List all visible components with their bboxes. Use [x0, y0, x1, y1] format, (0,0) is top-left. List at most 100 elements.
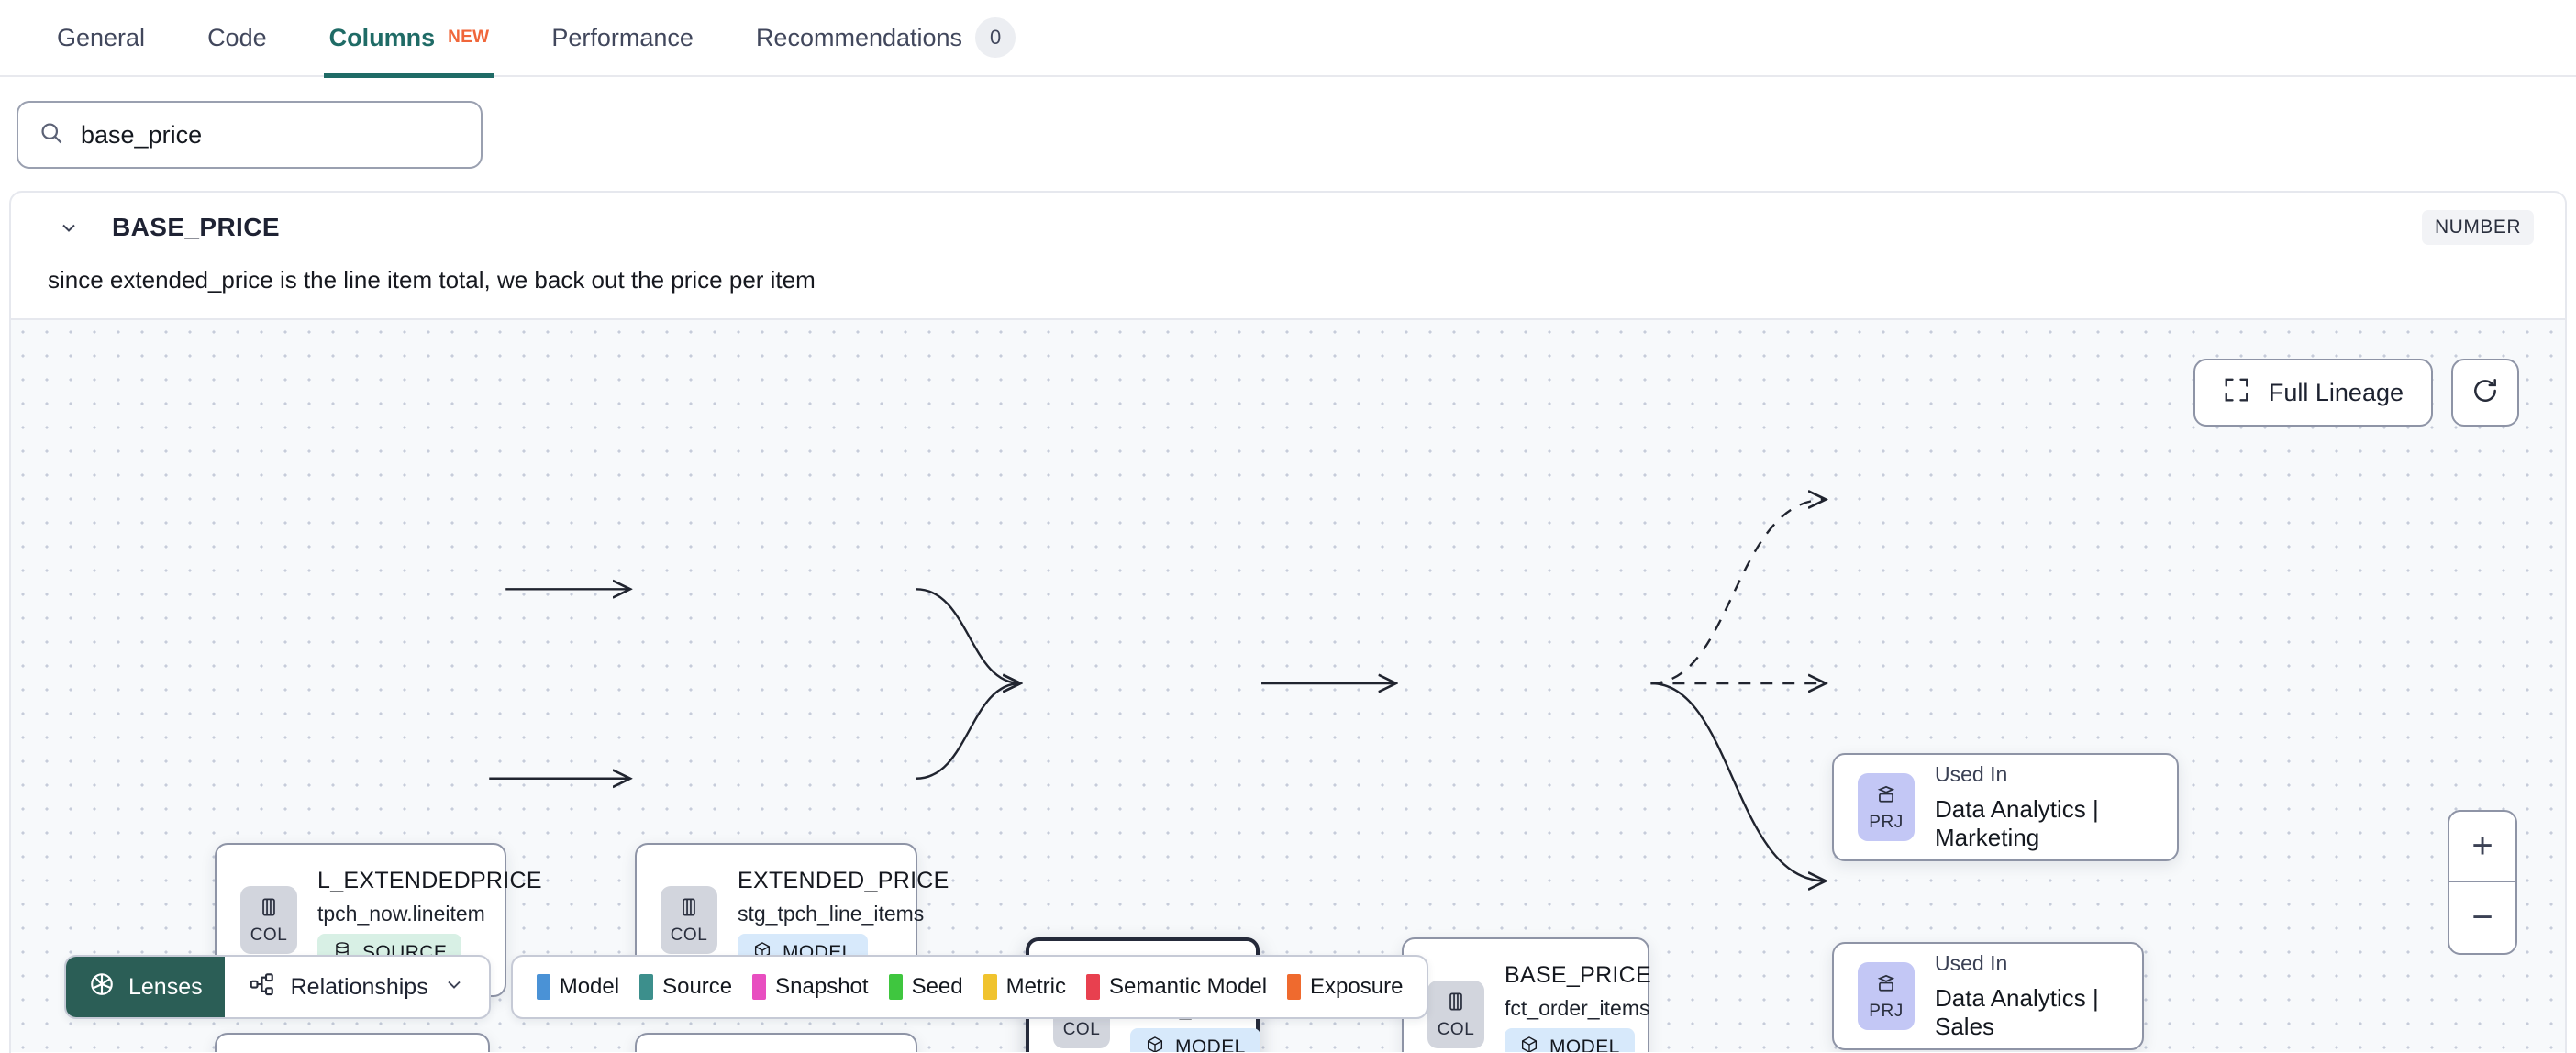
model-icon: [1519, 1035, 1539, 1052]
column-icon: [257, 895, 281, 924]
new-badge: NEW: [448, 28, 490, 47]
kind-label: COL: [1062, 1019, 1101, 1039]
legend-item-metric[interactable]: Metric: [983, 974, 1066, 1000]
legend-swatch: [639, 974, 654, 1000]
lineage-legend: Model Source Snapshot Seed Metric Semantic Mo…: [510, 955, 1429, 1019]
column-type-badge: NUMBER: [2421, 210, 2534, 245]
model-icon: [1145, 1035, 1165, 1052]
project-kind-badge: PRJ: [1858, 962, 1915, 1030]
tab-bar: General Code Columns NEW Performance Recommen…: [0, 0, 2576, 78]
refresh-button[interactable]: [2451, 359, 2519, 427]
search-input[interactable]: base_price: [17, 101, 483, 169]
legend-swatch: [752, 974, 767, 1000]
page-title: BASE_PRICE: [112, 213, 280, 241]
legend-label: Seed: [911, 974, 963, 999]
relationships-icon: [249, 970, 276, 1004]
legend-swatch: [1287, 974, 1302, 1000]
lineage-bottom-bar: Lenses Relationships: [64, 955, 1429, 1019]
tab-performance[interactable]: Performance: [551, 0, 694, 76]
legend-item-source[interactable]: Source: [639, 974, 732, 1000]
full-lineage-label: Full Lineage: [2268, 378, 2404, 406]
tab-code[interactable]: Code: [207, 0, 267, 76]
node-subtitle: fct_order_items: [1505, 996, 1650, 1020]
column-kind-badge: COL: [240, 886, 297, 954]
node-title: L_EXTENDEDPRICE: [317, 868, 542, 893]
legend-item-exposure[interactable]: Exposure: [1287, 974, 1403, 1000]
lenses-label: Lenses: [128, 973, 203, 1000]
node-tag-label: MODEL: [1175, 1036, 1246, 1052]
tab-columns[interactable]: Columns NEW: [323, 0, 495, 78]
kind-label: PRJ: [1869, 812, 1904, 832]
project-kind-badge: PRJ: [1858, 773, 1915, 841]
tab-label: Recommendations: [755, 23, 963, 51]
legend-item-semantic-model[interactable]: Semantic Model: [1085, 974, 1268, 1000]
column-description: since extended_price is the line item to…: [48, 266, 816, 294]
node-title: EXTENDED_PRICE: [738, 868, 949, 893]
project-name: Data Analytics | Marketing: [1935, 795, 2099, 851]
search-value: base_price: [81, 120, 203, 149]
legend-swatch: [536, 974, 550, 1000]
lens-aperture-icon: [88, 970, 116, 1004]
kind-label: PRJ: [1869, 1001, 1904, 1021]
tab-recommendations[interactable]: Recommendations 0: [756, 0, 1016, 76]
kind-label: COL: [250, 925, 288, 945]
lenses-button[interactable]: Lenses: [66, 957, 225, 1017]
relationships-dropdown[interactable]: Relationships: [225, 957, 489, 1017]
tab-general[interactable]: General: [57, 0, 145, 76]
lineage-node-prj_sales[interactable]: PRJ Used In Data Analytics | Sales: [1832, 942, 2144, 1050]
chevron-down-icon: [443, 973, 465, 1002]
legend-item-snapshot[interactable]: Snapshot: [752, 974, 869, 1000]
canvas-controls: Full Lineage: [2193, 359, 2519, 427]
column-icon: [677, 895, 701, 924]
column-header: BASE_PRICE NUMBER: [11, 193, 2565, 262]
project-name: Data Analytics | Sales: [1935, 984, 2099, 1040]
search-row: base_price: [0, 77, 2576, 169]
tab-label: General: [57, 23, 146, 51]
search-icon: [39, 120, 64, 150]
chevron-down-icon[interactable]: [57, 216, 81, 239]
legend-label: Source: [662, 974, 733, 999]
legend-label: Exposure: [1310, 974, 1404, 999]
tab-count-badge: 0: [975, 17, 1016, 58]
full-lineage-button[interactable]: Full Lineage: [2193, 359, 2433, 427]
used-in-label: Used In: [1935, 762, 2008, 786]
lenses-relationships-group: Lenses Relationships: [64, 955, 491, 1019]
legend-item-seed[interactable]: Seed: [888, 974, 963, 1000]
tab-label: Performance: [551, 23, 694, 51]
kind-label: COL: [1437, 1019, 1475, 1039]
refresh-icon: [2471, 376, 2500, 410]
node-tag-label: MODEL: [1549, 1036, 1620, 1052]
legend-label: Snapshot: [775, 974, 869, 999]
zoom-in-button[interactable]: +: [2449, 812, 2515, 882]
tab-label: Code: [207, 23, 267, 51]
legend-swatch: [1085, 974, 1100, 1000]
column-kind-badge: COL: [1427, 981, 1484, 1048]
node-subtitle: stg_tpch_line_items: [738, 902, 925, 926]
legend-label: Metric: [1005, 974, 1066, 999]
project-icon: [1874, 782, 1898, 811]
expand-icon: [2223, 376, 2250, 410]
legend-swatch: [888, 974, 903, 1000]
node-title: BASE_PRICE: [1505, 962, 1652, 988]
lineage-edges: [489, 320, 2565, 1052]
node-tag-model: MODEL: [1130, 1028, 1260, 1052]
zoom-out-button[interactable]: −: [2471, 897, 2493, 937]
used-in-label: Used In: [1935, 951, 2008, 975]
tab-label: Columns: [328, 23, 436, 51]
lineage-node-prj_marketing[interactable]: PRJ Used In Data Analytics | Marketing: [1832, 753, 2179, 861]
legend-swatch: [983, 974, 997, 1000]
legend-label: Semantic Model: [1108, 974, 1268, 999]
column-card: BASE_PRICE NUMBER since extended_price i…: [9, 191, 2567, 1053]
legend-item-model[interactable]: Model: [536, 974, 620, 1000]
kind-label: COL: [670, 925, 708, 945]
column-kind-badge: COL: [661, 886, 717, 954]
relationships-label: Relationships: [290, 973, 428, 1000]
legend-label: Model: [559, 974, 620, 999]
project-icon: [1874, 971, 1898, 1000]
node-subtitle: tpch_now.lineitem: [317, 902, 485, 926]
column-icon: [1444, 990, 1468, 1018]
